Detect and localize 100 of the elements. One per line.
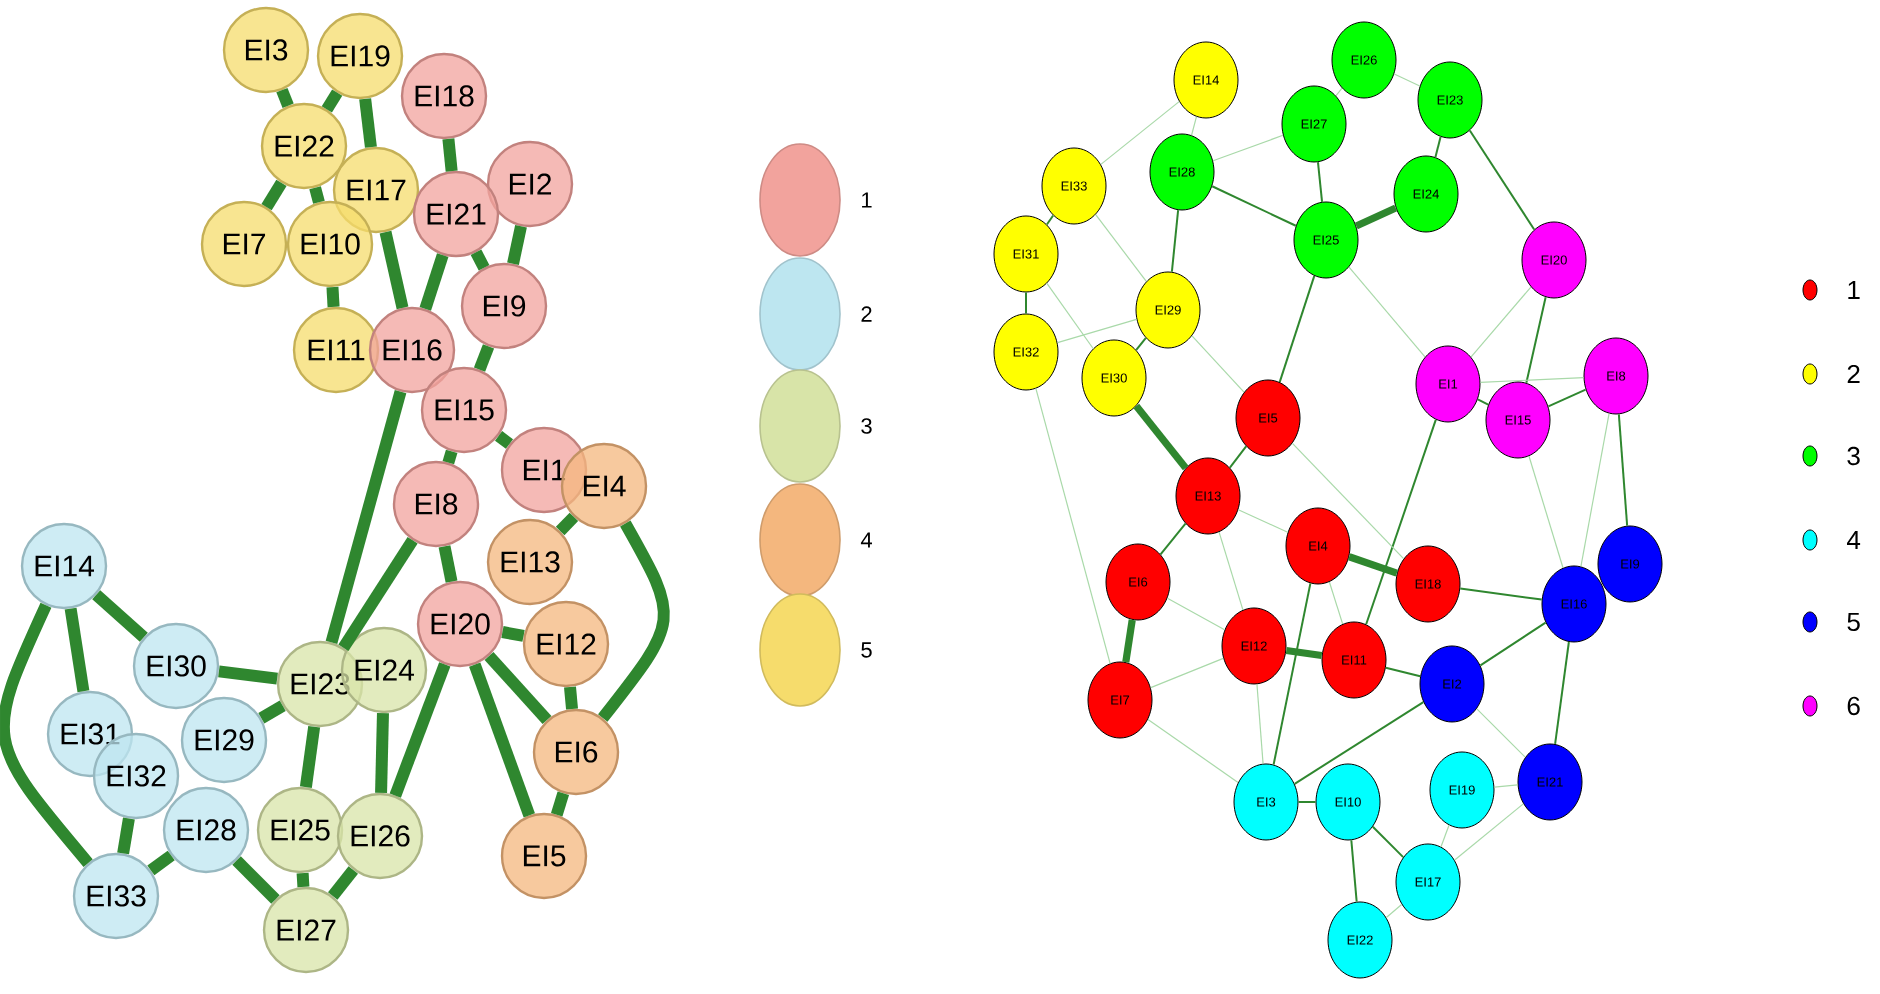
network-edge bbox=[1133, 403, 1189, 471]
network-edge bbox=[1454, 803, 1524, 861]
network-edge bbox=[1547, 388, 1587, 408]
network-edge bbox=[507, 225, 527, 265]
network-edge bbox=[419, 253, 449, 311]
network-edge bbox=[442, 449, 458, 465]
network-edge bbox=[1122, 619, 1136, 663]
network-edge bbox=[1135, 337, 1147, 351]
network-node: EI6 bbox=[532, 708, 620, 796]
network-edge bbox=[1100, 101, 1180, 165]
network-edge bbox=[1291, 442, 1405, 560]
network-edge bbox=[0, 602, 93, 867]
network-edge bbox=[1354, 204, 1398, 230]
network-node: EI10 bbox=[286, 200, 374, 288]
network-edge bbox=[389, 662, 451, 798]
network-edge bbox=[64, 607, 90, 693]
network-edge bbox=[1095, 214, 1147, 282]
network-node: EI28 bbox=[162, 786, 250, 874]
network-edge bbox=[1272, 582, 1312, 766]
network-node: EI4 bbox=[560, 442, 648, 530]
network-node: EI20 bbox=[416, 580, 504, 668]
network-edge bbox=[1493, 784, 1519, 788]
network-node: EI22 bbox=[260, 102, 348, 190]
network-edge bbox=[309, 186, 325, 204]
network-edge bbox=[1278, 274, 1316, 384]
network-edge bbox=[1528, 455, 1564, 569]
network-edge bbox=[469, 662, 535, 818]
network-node: EI7 bbox=[200, 200, 288, 288]
network-node: EI30 bbox=[132, 622, 220, 710]
legend-label: 5 bbox=[1847, 612, 1860, 632]
legend-label: 3 bbox=[861, 418, 872, 434]
network-edge bbox=[1046, 282, 1094, 350]
network-edge bbox=[338, 537, 418, 651]
network-edge bbox=[232, 856, 280, 904]
network-edge bbox=[1159, 522, 1187, 556]
network-edge bbox=[1328, 581, 1344, 625]
network-node: EI12 bbox=[522, 600, 610, 688]
network-edge bbox=[1166, 597, 1226, 631]
network-edge bbox=[1617, 413, 1629, 527]
legend-label: 4 bbox=[1847, 531, 1861, 549]
network-edge bbox=[1150, 657, 1224, 689]
network-node: EI33 bbox=[72, 852, 160, 940]
network-node: EI2 bbox=[486, 140, 574, 228]
network-edge bbox=[1025, 291, 1027, 315]
network-edge bbox=[1297, 801, 1317, 803]
network-node: EI18 bbox=[400, 52, 488, 140]
network-edge bbox=[1170, 209, 1180, 273]
legend-label: 6 bbox=[1847, 696, 1860, 716]
network-edge bbox=[218, 665, 278, 685]
network-edge bbox=[296, 872, 310, 888]
network-edge bbox=[1554, 641, 1570, 745]
network-edge bbox=[438, 545, 458, 583]
network-edge bbox=[1316, 161, 1324, 203]
network-node: EI3 bbox=[222, 6, 310, 94]
network-edge bbox=[1468, 129, 1536, 231]
legend-label: 3 bbox=[1847, 446, 1860, 466]
network-node: EI19 bbox=[316, 12, 404, 100]
network-edge bbox=[473, 344, 495, 372]
network-node: EI25 bbox=[256, 786, 344, 874]
network-edge bbox=[494, 431, 514, 449]
network-edge bbox=[1256, 683, 1264, 765]
network-node: EI26 bbox=[336, 792, 424, 880]
network-edge bbox=[470, 249, 490, 271]
network-edge bbox=[1348, 553, 1398, 577]
network-edge bbox=[375, 713, 389, 793]
network-node: EI5 bbox=[500, 812, 588, 900]
network-edge bbox=[1237, 509, 1289, 533]
network-edge bbox=[1384, 666, 1422, 678]
network-edge bbox=[1470, 286, 1532, 358]
network-edge bbox=[484, 651, 552, 724]
network-edge bbox=[1285, 646, 1323, 660]
network-node: EI15 bbox=[420, 366, 508, 454]
network-edge bbox=[359, 98, 377, 148]
network-edge bbox=[325, 390, 407, 644]
network-edge bbox=[276, 87, 294, 109]
legend-label: 1 bbox=[1848, 281, 1860, 299]
network-edge bbox=[442, 138, 458, 172]
network-node: EI11 bbox=[292, 306, 380, 394]
network-edge bbox=[555, 512, 579, 536]
network-edge bbox=[598, 520, 670, 722]
network-edge bbox=[1335, 87, 1343, 97]
network-edge bbox=[1479, 376, 1585, 384]
network-edge bbox=[1293, 701, 1425, 785]
network-edge bbox=[1459, 587, 1543, 601]
network-node: EI27 bbox=[262, 886, 350, 974]
network-edge bbox=[564, 686, 578, 710]
network-edge bbox=[1385, 903, 1403, 919]
legend-label: 5 bbox=[861, 642, 872, 658]
network-edge bbox=[1525, 296, 1547, 384]
network-edge bbox=[1147, 718, 1239, 784]
network-edge bbox=[1348, 266, 1426, 358]
network-edge bbox=[1434, 135, 1442, 159]
legend-label: 2 bbox=[861, 306, 872, 322]
network-edge bbox=[1580, 413, 1610, 567]
network-edge bbox=[1365, 418, 1437, 626]
network-edge bbox=[261, 179, 287, 211]
network-edge bbox=[117, 817, 135, 855]
network-edge bbox=[328, 866, 358, 900]
network-edge bbox=[1212, 134, 1284, 162]
network-edge bbox=[1218, 531, 1244, 611]
